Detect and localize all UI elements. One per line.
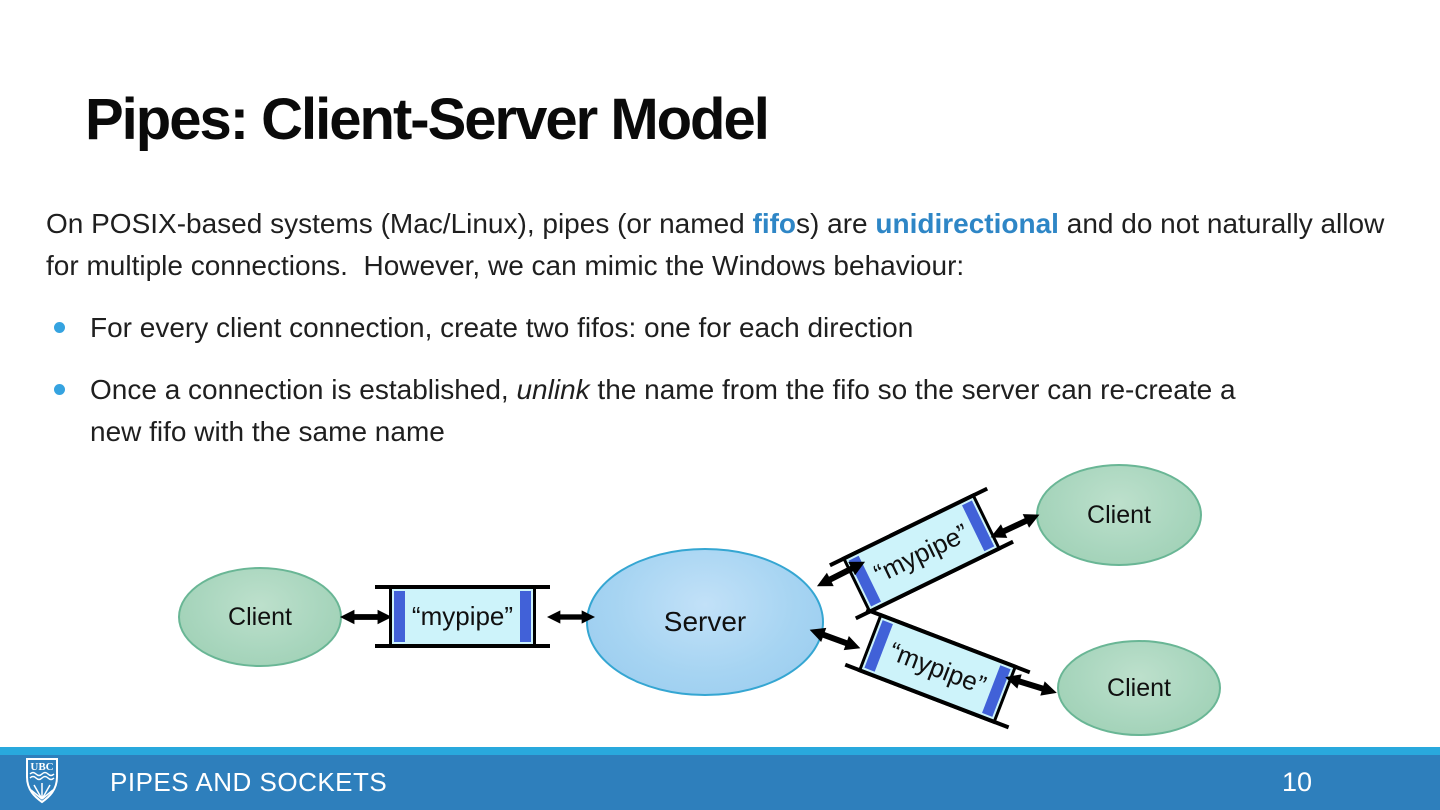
fifo-keyword: fifo <box>752 208 797 239</box>
intro-paragraph: On POSIX-based systems (Mac/Linux), pipe… <box>46 203 1386 287</box>
footer-bar: PIPES AND SOCKETS 10 <box>0 755 1440 810</box>
pipe-label: “mypipe” <box>885 635 991 701</box>
pipe-shape-left: “mypipe” <box>375 585 550 648</box>
bullet-text: For every client connection, create two … <box>90 312 914 343</box>
ubc-crest-icon: UBC <box>24 757 60 810</box>
pipe-end-cap <box>520 591 531 642</box>
pipe-flange <box>375 644 550 648</box>
bullet-text-italic: unlink <box>516 374 590 405</box>
bullet-item: For every client connection, create two … <box>46 307 1240 349</box>
page-number: 10 <box>1281 767 1312 797</box>
unidirectional-keyword: unidirectional <box>875 208 1059 239</box>
bidirectional-arrow-icon <box>1002 668 1059 703</box>
bidirectional-arrow-icon <box>986 506 1043 547</box>
bullet-dot <box>54 384 65 395</box>
page-title: Pipes: Client-Server Model <box>85 87 770 152</box>
client-label: Client <box>1087 500 1151 529</box>
client-node-top-right: Client <box>1036 464 1202 566</box>
bidirectional-arrow-icon <box>811 552 872 596</box>
bidirectional-arrow-icon <box>340 607 392 627</box>
client-label: Client <box>1107 673 1171 702</box>
paragraph-text: On POSIX-based systems (Mac/Linux), pipe… <box>46 208 753 239</box>
client-label: Client <box>228 602 292 631</box>
pipe-label: “mypipe” <box>411 601 514 631</box>
bullet-dot <box>54 322 65 333</box>
client-node-left: Client <box>178 567 342 667</box>
pipe-shape-top-right: “mypipe” <box>829 486 1014 621</box>
ubc-logo-text: UBC <box>30 761 53 773</box>
pipe-shape-bottom-right: “mypipe” <box>844 607 1031 730</box>
pipe-label: “mypipe” <box>869 517 974 589</box>
bidirectional-arrow-icon <box>806 620 864 657</box>
bullet-text: the name from the fifo so the server can… <box>90 374 1236 447</box>
footer-section-title: PIPES AND SOCKETS <box>110 767 388 797</box>
server-label: Server <box>663 606 747 637</box>
client-node-bottom-right: Client <box>1057 640 1221 736</box>
bullet-item: Once a connection is established, unlink… <box>46 369 1240 453</box>
pipe-end-cap <box>394 591 405 642</box>
footer-accent-strip <box>0 747 1440 755</box>
bullet-text: Once a connection is established, <box>90 374 517 405</box>
paragraph-text: and do not naturally allow for multiple … <box>46 208 1393 281</box>
pipe-flange <box>375 585 550 589</box>
paragraph-text: s) are <box>796 208 876 239</box>
bidirectional-arrow-icon <box>547 607 595 627</box>
server-node: Server <box>586 548 824 696</box>
